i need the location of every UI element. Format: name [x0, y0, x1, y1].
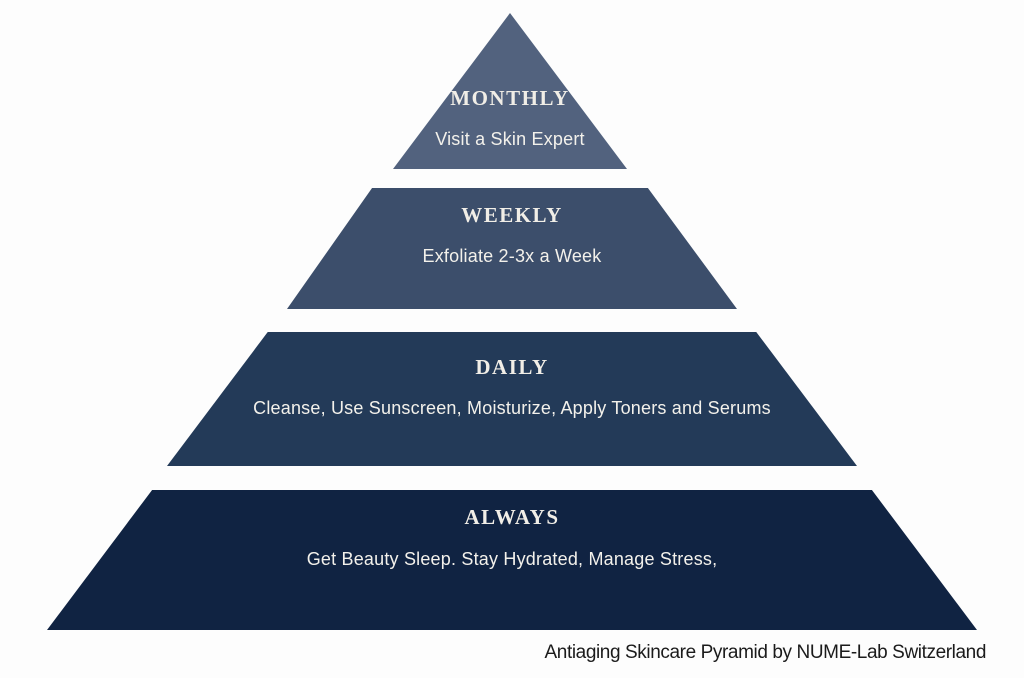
tier-daily-description: Cleanse, Use Sunscreen, Moisturize, Appl…: [253, 398, 771, 418]
pyramid-tier-always: ALWAYS Get Beauty Sleep. Stay Hydrated, …: [47, 490, 977, 630]
tier-daily-label: DAILY: [475, 355, 549, 379]
tier-always-description: Get Beauty Sleep. Stay Hydrated, Manage …: [306, 549, 718, 569]
tier-always-label: ALWAYS: [464, 505, 560, 529]
tier-weekly-description: Exfoliate 2-3x a Week: [422, 246, 602, 266]
tier-weekly-label: WEEKLY: [461, 203, 563, 227]
pyramid-tier-daily: DAILY Cleanse, Use Sunscreen, Moisturize…: [167, 332, 857, 466]
tier-monthly-description: Visit a Skin Expert: [435, 129, 585, 149]
tier-monthly-label: MONTHLY: [450, 86, 570, 110]
pyramid-tier-monthly: MONTHLY Visit a Skin Expert: [393, 13, 627, 169]
pyramid-tier-weekly: WEEKLY Exfoliate 2-3x a Week: [287, 188, 737, 309]
attribution-caption: Antiaging Skincare Pyramid by NUME-Lab S…: [544, 642, 987, 663]
